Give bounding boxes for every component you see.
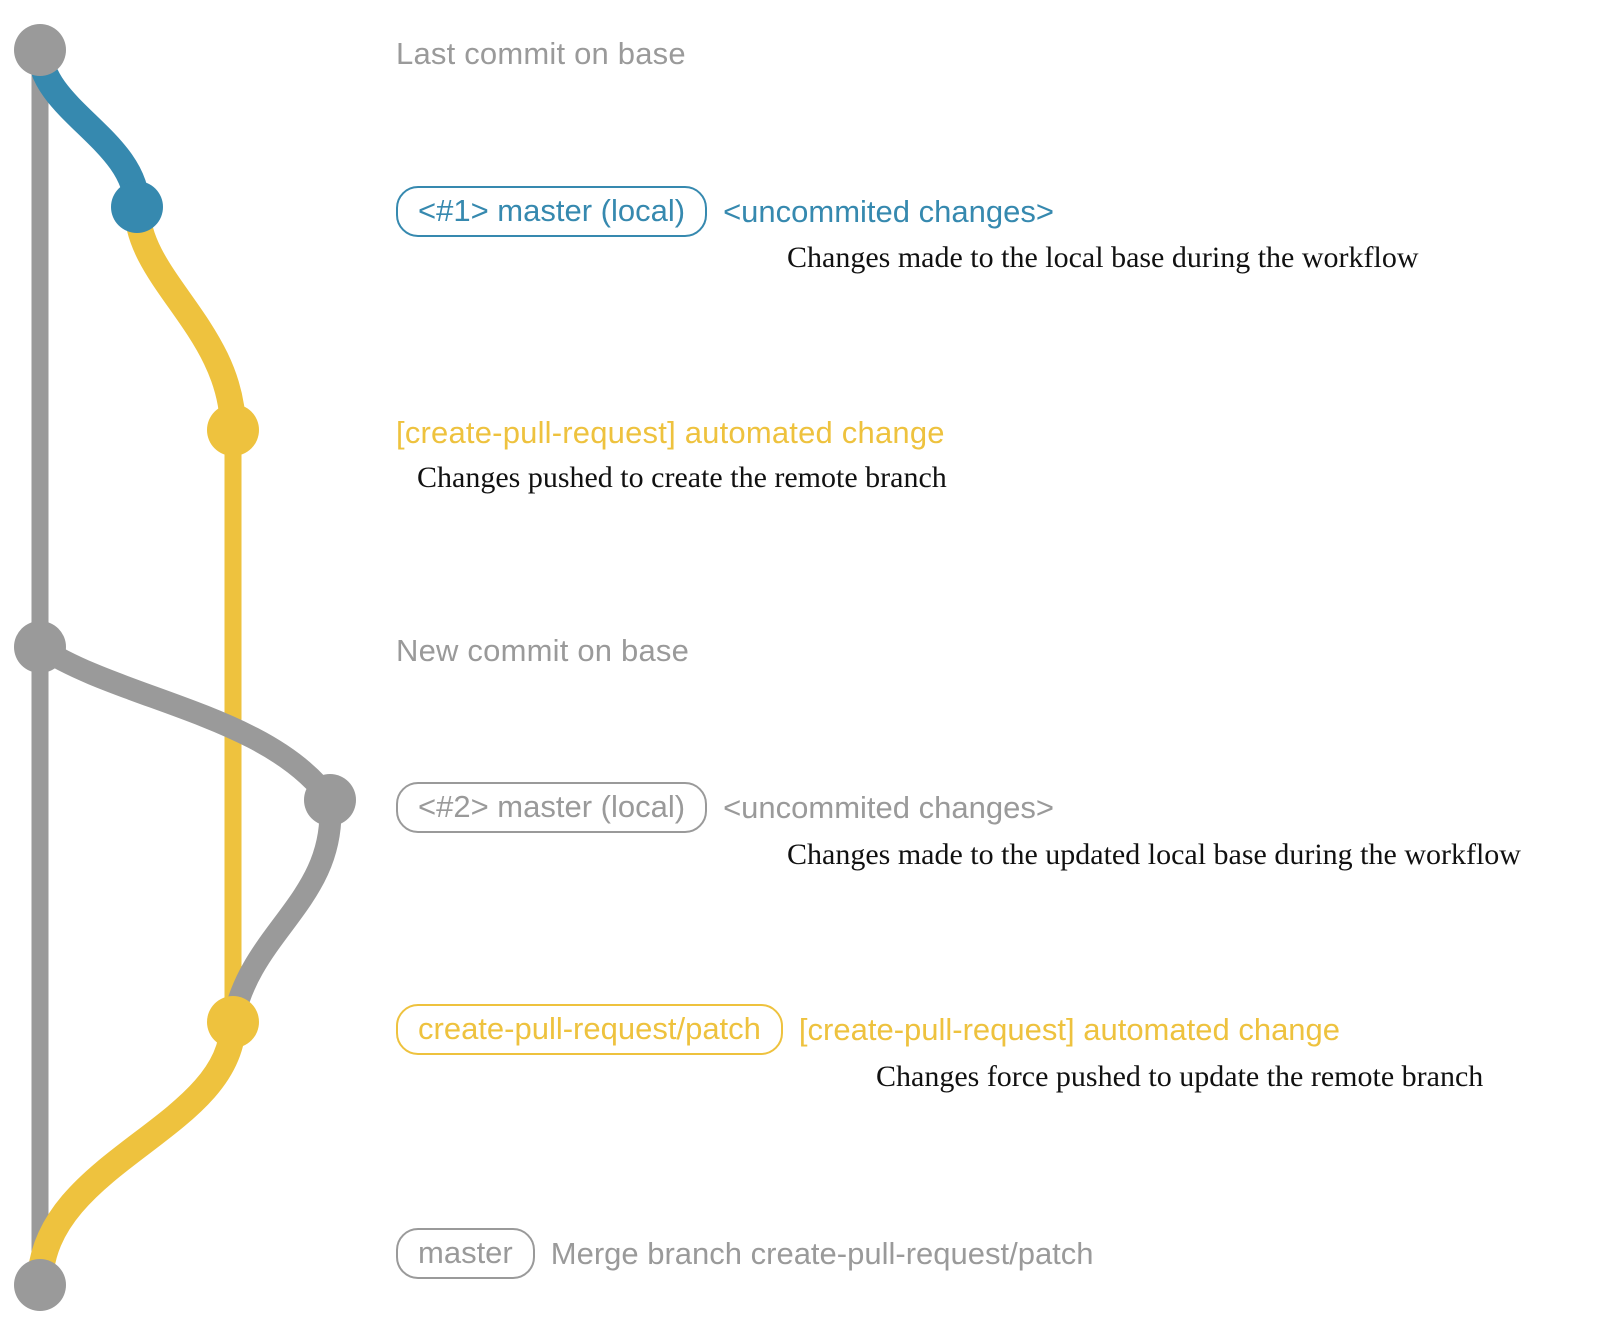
node-local-2	[304, 774, 356, 826]
node-patch-1	[207, 404, 259, 456]
row-local-commit-2: <#2> master (local) <uncommited changes>	[396, 782, 1054, 833]
edge-local2-to-patch2	[222, 789, 342, 1033]
node-local-1	[111, 181, 163, 233]
section-last-commit-on-base: Last commit on base	[396, 36, 686, 72]
row-automated-change-2: create-pull-request/patch [create-pull-r…	[396, 1004, 1340, 1055]
badge-master-local-2[interactable]: <#2> master (local)	[396, 782, 708, 833]
section-title-last-commit: Last commit on base	[396, 36, 686, 71]
badge-master-local-1[interactable]: <#1> master (local)	[396, 186, 708, 237]
node-base-new	[14, 621, 66, 673]
edge-basenew-to-local2	[29, 636, 341, 811]
section-new-commit-on-base: New commit on base	[396, 633, 689, 669]
section-title-new-commit: New commit on base	[396, 633, 690, 668]
row-automated-change-1: [create-pull-request] automated change	[396, 415, 945, 451]
row-master-merge: master Merge branch create-pull-request/…	[396, 1228, 1094, 1279]
node-patch-2	[207, 996, 259, 1048]
description-automated-change-1: Changes pushed to create the remote bran…	[417, 461, 947, 494]
description-automated-change-2: Changes force pushed to update the remot…	[876, 1060, 1484, 1093]
commit-message-local-1: <uncommited changes>	[723, 194, 1054, 229]
badge-master[interactable]: master	[396, 1228, 535, 1279]
commit-message-local-2: <uncommited changes>	[723, 790, 1054, 825]
commit-graph	[14, 24, 356, 1311]
node-base-last	[14, 24, 66, 76]
description-local-commit-2: Changes made to the updated local base d…	[787, 838, 1521, 871]
commit-message-master-merge: Merge branch create-pull-request/patch	[550, 1236, 1094, 1271]
edge-local1-to-patch1	[124, 194, 246, 443]
commit-message-automated-change-2: [create-pull-request] automated change	[798, 1012, 1341, 1047]
edge-base-to-local1	[27, 37, 150, 220]
description-local-commit-1: Changes made to the local base during th…	[787, 241, 1419, 274]
badge-create-pull-request-patch[interactable]: create-pull-request/patch	[396, 1004, 783, 1055]
node-master-merge	[14, 1259, 66, 1311]
edge-patch2-to-master	[27, 1009, 246, 1298]
commit-message-automated-change-1: [create-pull-request] automated change	[396, 415, 945, 450]
row-local-commit-1: <#1> master (local) <uncommited changes>	[396, 186, 1054, 237]
